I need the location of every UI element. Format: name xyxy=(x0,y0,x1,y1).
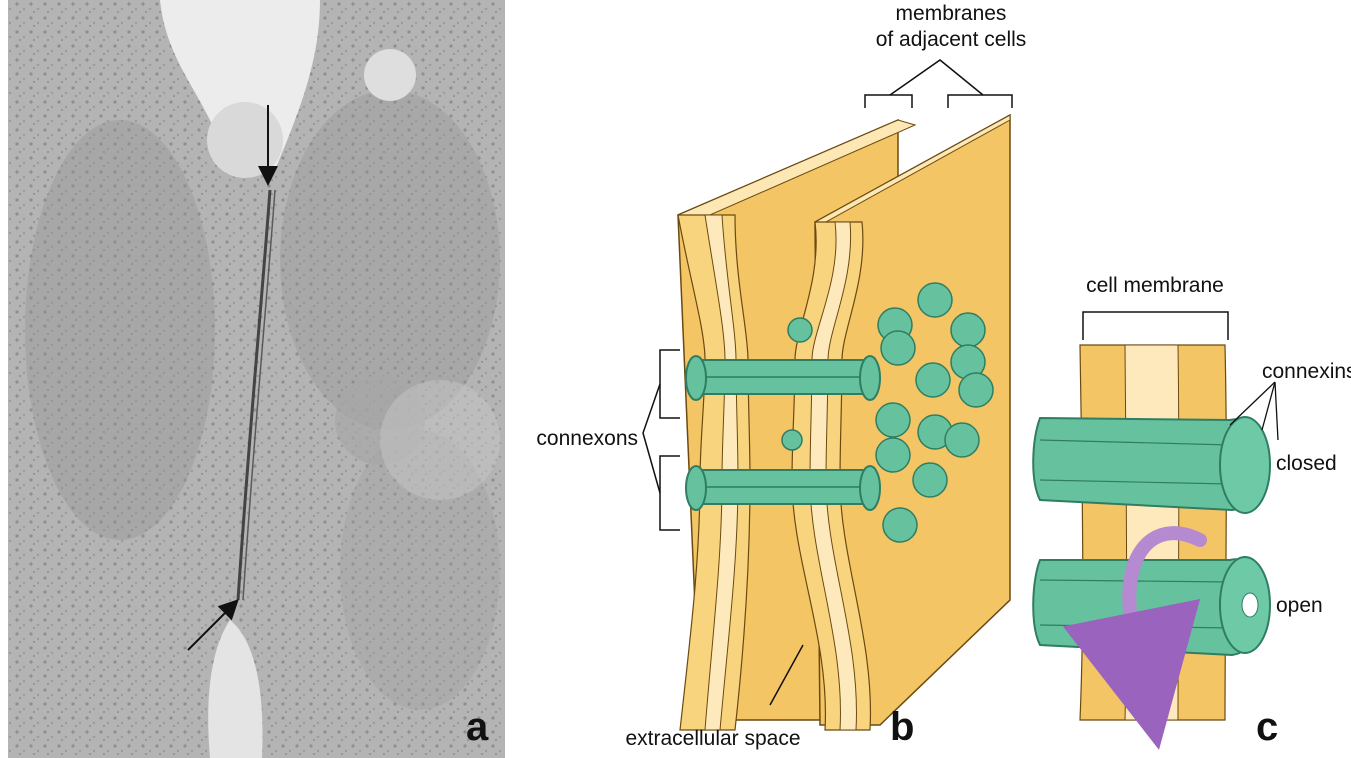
cell-membrane-label: cell membrane xyxy=(1086,274,1224,297)
connexon-upper xyxy=(686,356,880,400)
membranes-bracket xyxy=(865,60,1012,108)
panel-label-c: c xyxy=(1256,705,1278,749)
connexons-label: connexons xyxy=(536,427,638,450)
extracellular-space-label: extracellular space xyxy=(625,727,800,750)
connexins-label: connexins xyxy=(1262,360,1351,383)
panel-label-b: b xyxy=(890,705,914,749)
membranes-label-line2: of adjacent cells xyxy=(876,28,1027,51)
open-label: open xyxy=(1276,594,1323,617)
cell-membrane-bracket xyxy=(1083,312,1228,340)
closed-label: closed xyxy=(1276,452,1337,475)
panel-a-micrograph: a xyxy=(8,0,505,758)
connexons-bracket xyxy=(643,350,680,530)
panel-b-diagram: membranes of adjacent cells connexons ex… xyxy=(536,2,1026,750)
connexon-open xyxy=(1033,557,1270,655)
connexon-lower xyxy=(686,466,880,510)
connexon-closed xyxy=(1033,417,1270,513)
membranes-label-line1: membranes xyxy=(896,2,1007,25)
panel-label-a: a xyxy=(466,705,489,749)
panel-c-diagram: cell membrane connexins closed open c xyxy=(1033,274,1351,749)
